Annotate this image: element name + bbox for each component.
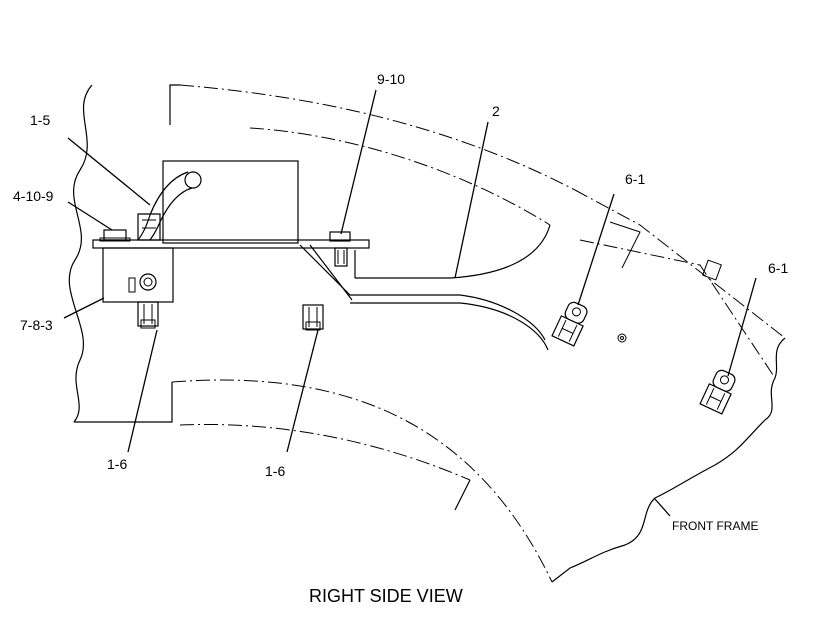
mounting-plate <box>92 239 370 249</box>
upper-frame-outline <box>179 84 576 191</box>
leader-2 <box>454 121 489 279</box>
bottom-left-edge <box>74 382 173 423</box>
frame-tab <box>702 259 722 281</box>
left-washer <box>99 237 131 242</box>
callout-1-5: 1-5 <box>30 112 50 128</box>
frame-hole-inner <box>620 336 624 340</box>
harness-wire-outer <box>137 171 189 241</box>
frame-bottom-dash <box>171 379 553 583</box>
clip-right-upper <box>551 301 588 347</box>
callout-6-1-b: 6-1 <box>768 260 788 276</box>
clip-left <box>137 301 159 329</box>
right-bolt-shank <box>334 247 348 267</box>
bracket-plate <box>299 244 546 341</box>
frame-lower-inner <box>179 423 471 481</box>
callout-9-10: 9-10 <box>377 71 405 87</box>
frame-corner-box <box>609 221 641 269</box>
leader-6-1-b <box>727 277 757 377</box>
bracket-diagonal <box>309 244 353 301</box>
harness-tie <box>142 219 156 229</box>
relay-box-bolt <box>139 273 157 291</box>
leader-6-1-a <box>577 193 615 306</box>
relay-box-upper <box>162 160 299 244</box>
upper-frame-top <box>169 84 180 125</box>
relay-box-bolt-inner <box>143 277 153 287</box>
callout-4-10-9: 4-10-9 <box>13 188 54 204</box>
callout-2: 2 <box>492 103 500 119</box>
leader-1-6-b <box>286 329 319 453</box>
relay-box-side <box>128 277 136 293</box>
leader-7-8-3 <box>63 297 105 319</box>
left-break-line <box>68 84 93 423</box>
callout-6-1-a: 6-1 <box>625 171 645 187</box>
front-frame-label: FRONT FRAME <box>672 519 758 533</box>
grommet <box>184 171 202 189</box>
callout-7-8-3: 7-8-3 <box>20 317 53 333</box>
leader-1-5 <box>67 137 151 206</box>
frame-right-inner <box>579 239 776 379</box>
callout-1-6-a: 1-6 <box>107 456 127 472</box>
callout-1-6-b: 1-6 <box>265 463 285 479</box>
view-title: RIGHT SIDE VIEW <box>309 586 463 606</box>
frame-right-top <box>574 189 786 339</box>
frame-hole <box>617 333 627 343</box>
right-nut <box>329 231 351 242</box>
upper-frame-inner <box>249 127 551 226</box>
clip-middle <box>302 304 324 331</box>
leader-4-10-9 <box>67 201 113 231</box>
frame-right-edge <box>551 337 786 583</box>
lower-rail-end <box>454 479 471 511</box>
harness-clip <box>137 213 161 241</box>
clip-right-lower <box>699 369 736 415</box>
leader-1-6-a <box>127 329 158 453</box>
leader-9-10 <box>340 89 377 235</box>
bracket-lower-curve <box>350 302 549 351</box>
leader-front-frame <box>654 498 671 517</box>
left-nut <box>103 229 127 241</box>
relay-box-lower <box>102 247 174 303</box>
bracket-upper <box>355 224 551 279</box>
